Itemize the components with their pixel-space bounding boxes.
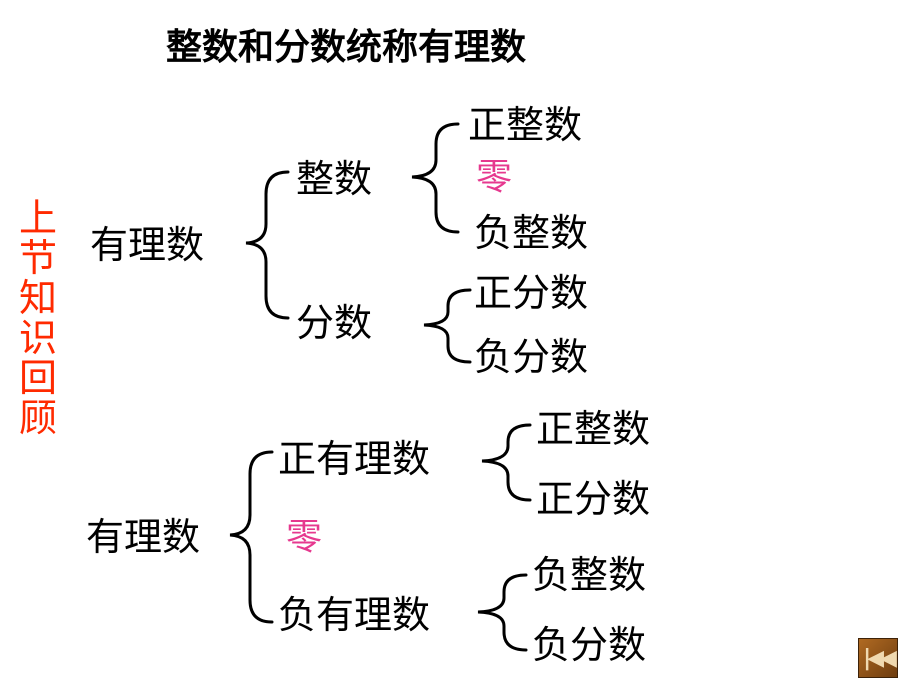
side-note-char: 知 [18, 276, 57, 320]
brace-root-2 [229, 450, 274, 624]
brace-root-1 [245, 170, 290, 320]
side-note-char: 识 [18, 316, 57, 360]
tree2-positive-fraction-label: 正分数 [536, 477, 651, 521]
brace-pos-rational-2 [481, 423, 532, 502]
rewind-to-start-icon: |◀◀ [863, 645, 897, 671]
tree1-positive-integer-label: 正整数 [468, 103, 583, 147]
tree2-positive-integer-label: 正整数 [536, 407, 651, 451]
tree2-root-label: 有理数 [86, 515, 201, 559]
side-note-char: 顾 [18, 396, 57, 440]
brace-neg-rational-2 [477, 573, 528, 652]
tree2-zero-label: 零 [286, 517, 323, 558]
side-note: 上 节 知 识 回 顾 [18, 198, 58, 438]
tree1-negative-fraction-label: 负分数 [474, 335, 589, 379]
tree2-negative-rational-label: 负有理数 [278, 593, 431, 637]
rewind-button[interactable]: |◀◀ [858, 638, 898, 678]
tree1-root-label: 有理数 [90, 223, 205, 267]
tree2-negative-integer-label: 负整数 [532, 553, 647, 597]
tree1-zero-label: 零 [476, 157, 513, 198]
brace-fraction-1 [423, 288, 472, 364]
tree1-positive-fraction-label: 正分数 [474, 271, 589, 315]
tree2-positive-rational-label: 正有理数 [278, 437, 431, 481]
tree1-fraction-label: 分数 [296, 301, 373, 345]
side-note-char: 节 [18, 236, 57, 280]
side-note-char: 上 [18, 196, 57, 240]
tree1-integer-label: 整数 [296, 157, 373, 201]
tree1-negative-integer-label: 负整数 [474, 211, 589, 255]
side-note-char: 回 [18, 356, 57, 400]
brace-integer-1 [411, 122, 460, 234]
tree2-negative-fraction-label: 负分数 [532, 623, 647, 667]
page-title: 整数和分数统称有理数 [166, 27, 527, 68]
